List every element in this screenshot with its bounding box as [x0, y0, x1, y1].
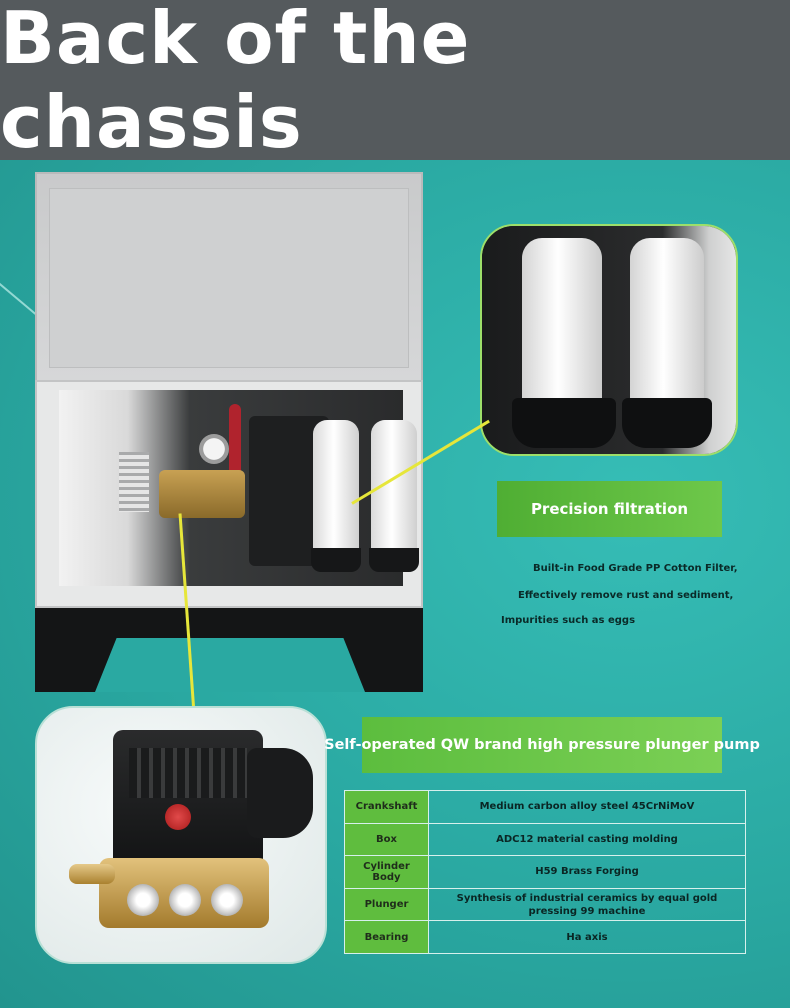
- filtration-desc-line-2: Effectively remove rust and sediment,: [518, 590, 734, 601]
- filter-housing-left: [311, 420, 361, 572]
- pump-in-chassis: [159, 470, 245, 518]
- filter-cartridge-right: [630, 238, 704, 406]
- filtration-desc-line-1: Built-in Food Grade PP Cotton Filter,: [533, 563, 738, 574]
- header-banner: Back of the chassis: [0, 0, 790, 164]
- spec-name: Box: [344, 822, 429, 857]
- spec-name: Cylinder Body: [344, 855, 429, 889]
- outlet-nozzle: [69, 864, 115, 884]
- pressure-gauge-icon: [199, 434, 229, 464]
- equipment-bay: [35, 380, 423, 780]
- spec-name: Plunger: [344, 887, 429, 922]
- filtration-label: Precision filtration: [497, 481, 722, 537]
- filter-cartridge-left: [522, 238, 602, 406]
- filtration-desc-line-3: Impurities such as eggs: [501, 615, 636, 626]
- plug-3: [211, 884, 243, 916]
- spec-value: Synthesis of industrial ceramics by equa…: [428, 887, 746, 922]
- chassis-image: [35, 172, 423, 692]
- spec-value: Medium carbon alloy steel 45CrNiMoV: [428, 790, 746, 824]
- pump-label-text: Self-operated QW brand high pressure plu…: [324, 737, 760, 753]
- pump-label: Self-operated QW brand high pressure plu…: [324, 717, 760, 773]
- base-gap: [95, 638, 365, 692]
- filter-base-left: [512, 398, 616, 448]
- cabinet-top-panel: [35, 172, 423, 382]
- filter-closeup-image: [480, 224, 738, 456]
- spec-value: ADC12 material casting molding: [428, 822, 746, 857]
- red-hose: [229, 404, 241, 484]
- spec-value: Ha axis: [428, 920, 746, 954]
- page-title: Back of the chassis: [0, 0, 471, 164]
- plug-2: [169, 884, 201, 916]
- oil-cap-icon: [165, 804, 191, 830]
- pump-motor-mount: [247, 748, 313, 838]
- pump-ribs: [129, 748, 247, 798]
- vent-grille: [119, 452, 149, 512]
- spec-value: H59 Brass Forging: [428, 855, 746, 889]
- spec-name: Bearing: [344, 920, 429, 954]
- filter-base-right: [622, 398, 712, 448]
- spec-name: Crankshaft: [344, 790, 429, 824]
- pump-closeup-image: [35, 706, 327, 964]
- plug-1: [127, 884, 159, 916]
